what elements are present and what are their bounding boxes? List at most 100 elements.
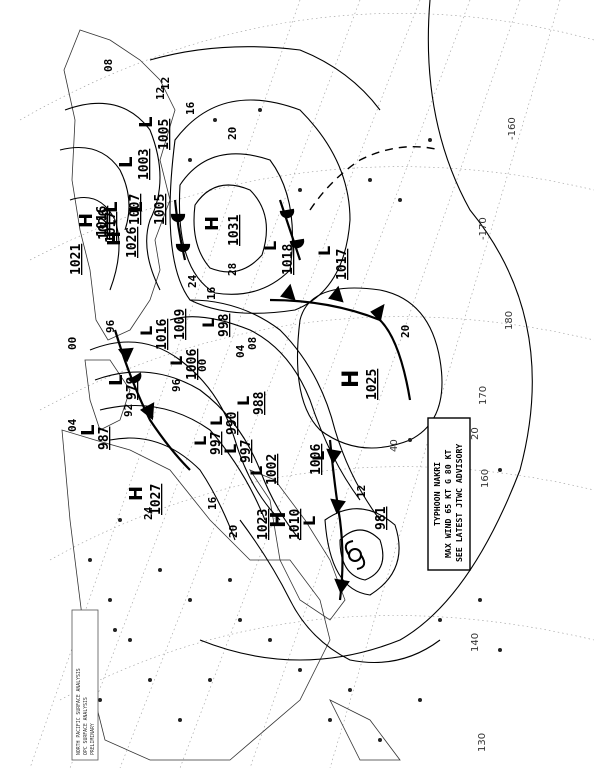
isobar-label: 12 bbox=[154, 87, 167, 100]
warm-front-1 bbox=[173, 199, 187, 261]
nw-isobar-3 bbox=[69, 196, 120, 291]
center-value: 981 bbox=[374, 506, 389, 530]
isobar-labels: 04 08 12 16 20 24 28 92 96 00 96 00 04 0… bbox=[66, 59, 412, 538]
pressure-center: H 1026 bbox=[104, 227, 140, 258]
lat-label-4: 20 bbox=[470, 427, 481, 440]
center-symbol: H bbox=[76, 213, 97, 228]
typhoon-symbol bbox=[344, 540, 366, 570]
center-value: 1027 bbox=[149, 484, 164, 515]
center-value: 1026 bbox=[125, 227, 140, 258]
center-value: 1017 bbox=[335, 249, 350, 280]
isobar-label: 16 bbox=[206, 496, 219, 510]
pressure-center: 1016 bbox=[95, 206, 110, 237]
advisory-line-3: SEE LATEST JTWC ADVISORY bbox=[454, 444, 464, 562]
center-symbol: H bbox=[266, 511, 290, 528]
isobar-label: 20 bbox=[399, 325, 412, 338]
arc-isobar-2 bbox=[94, 371, 301, 541]
lon-label-5: 160 bbox=[480, 469, 491, 488]
isobar-label: 08 bbox=[246, 337, 259, 350]
center-value: 997 bbox=[209, 432, 224, 455]
pressure-center: 1021 bbox=[69, 244, 84, 275]
lon-label-4: 170 bbox=[478, 386, 489, 405]
nw-isobar-1 bbox=[59, 146, 130, 231]
center-symbol: H bbox=[126, 486, 147, 501]
isobar-label: 96 bbox=[104, 319, 117, 333]
lon-label-8: 130 bbox=[477, 733, 488, 752]
lon-label-3: 180 bbox=[504, 311, 515, 330]
lat-label-2: 40 bbox=[389, 439, 400, 452]
center-symbol: L bbox=[261, 241, 280, 251]
pressure-center: L 988 bbox=[234, 391, 267, 415]
center-symbol: L bbox=[300, 516, 319, 526]
legend-line-3: PRELIMINARY bbox=[90, 723, 96, 755]
center-value: 988 bbox=[252, 391, 267, 415]
center-symbol: L bbox=[315, 246, 334, 256]
high-1031-outer bbox=[169, 99, 351, 314]
pressure-center: H 1027 bbox=[126, 484, 164, 515]
isobar-label: 12 bbox=[355, 485, 368, 498]
isobar-label: 20 bbox=[227, 525, 240, 538]
typhoon-ring-1 bbox=[339, 529, 384, 581]
center-symbol: L bbox=[106, 375, 127, 386]
isobar-label: 24 bbox=[142, 506, 155, 520]
center-symbol: L bbox=[207, 416, 226, 426]
legend-line-1: NORTH PACIFIC SURFACE ANALYSIS bbox=[76, 668, 82, 755]
center-value: 1003 bbox=[137, 149, 152, 180]
center-value: 1016 bbox=[155, 319, 170, 350]
nw-isobar-2 bbox=[64, 102, 161, 291]
center-value: 979 bbox=[125, 377, 140, 400]
center-symbol: L bbox=[136, 117, 157, 128]
pressure-center: L 1005 bbox=[136, 117, 172, 150]
typhoon-advisory-box: TYPHOON NAKRI MAX WIND 65 KT G 80 KT SEE… bbox=[427, 417, 471, 571]
center-symbol: H bbox=[339, 370, 364, 388]
pressure-center: L 990 bbox=[207, 411, 240, 435]
center-value: 1026 bbox=[97, 209, 112, 240]
center-symbol: H bbox=[104, 231, 125, 246]
center-symbol: L bbox=[221, 444, 240, 454]
pressure-center: 1009 bbox=[173, 309, 188, 340]
fronts bbox=[113, 146, 441, 601]
legend-line-2: OPC SURFACE ANALYSIS bbox=[83, 697, 89, 755]
pressure-center: L 1002 bbox=[247, 454, 280, 485]
isobar-label: 00 bbox=[196, 359, 209, 372]
isobar-label: 16 bbox=[205, 286, 218, 300]
center-symbol: L bbox=[191, 436, 210, 446]
lon-label-1: -160 bbox=[507, 117, 518, 140]
pressure-center: L 997 bbox=[221, 440, 254, 463]
center-symbol: H bbox=[202, 216, 223, 231]
center-value: 1016 bbox=[95, 206, 110, 237]
center-value: 1006 bbox=[185, 349, 200, 380]
arc-isobar-4 bbox=[109, 437, 236, 541]
center-value: 1025 bbox=[365, 369, 380, 400]
isobar-label: 08 bbox=[102, 59, 115, 72]
center-symbol: L bbox=[309, 451, 328, 461]
pressure-center: L 1007 bbox=[101, 194, 143, 225]
center-symbol: L bbox=[78, 425, 99, 436]
pressure-center: H 1026 bbox=[76, 209, 112, 240]
center-value: 998 bbox=[217, 313, 232, 337]
pressure-center: 1017 bbox=[104, 212, 119, 243]
pressure-center: L 979 bbox=[106, 375, 140, 400]
center-value: 1005 bbox=[153, 194, 168, 225]
center-value: 1021 bbox=[69, 244, 84, 275]
isobar-label: 16 bbox=[184, 101, 197, 115]
pressure-center: L 987 bbox=[78, 425, 112, 450]
high-1031-inner bbox=[193, 184, 267, 273]
advisory-line-1: TYPHOON NAKRI bbox=[432, 462, 442, 526]
pressure-center: L 1017 bbox=[315, 246, 350, 280]
typhoon-ring-2 bbox=[324, 508, 400, 596]
isobar-label: 92 bbox=[122, 404, 135, 417]
occluded-front-1 bbox=[113, 329, 191, 471]
center-symbol: L bbox=[167, 356, 186, 366]
graticule bbox=[19, 0, 594, 768]
pressure-center: L 1010 bbox=[288, 509, 319, 540]
center-value: 987 bbox=[97, 427, 112, 450]
cold-front-south bbox=[328, 439, 344, 601]
advisory-line-2: MAX WIND 65 KT G 80 KT bbox=[443, 449, 453, 558]
center-symbol: L bbox=[247, 466, 266, 476]
high-1031-mid bbox=[178, 153, 294, 295]
pressure-centers: 1016 1017 L 1003 L 1005 L 1007 L 1005 H … bbox=[69, 117, 389, 570]
pressure-center: L 1016 bbox=[137, 319, 170, 350]
isobar-label: 96 bbox=[170, 378, 183, 392]
